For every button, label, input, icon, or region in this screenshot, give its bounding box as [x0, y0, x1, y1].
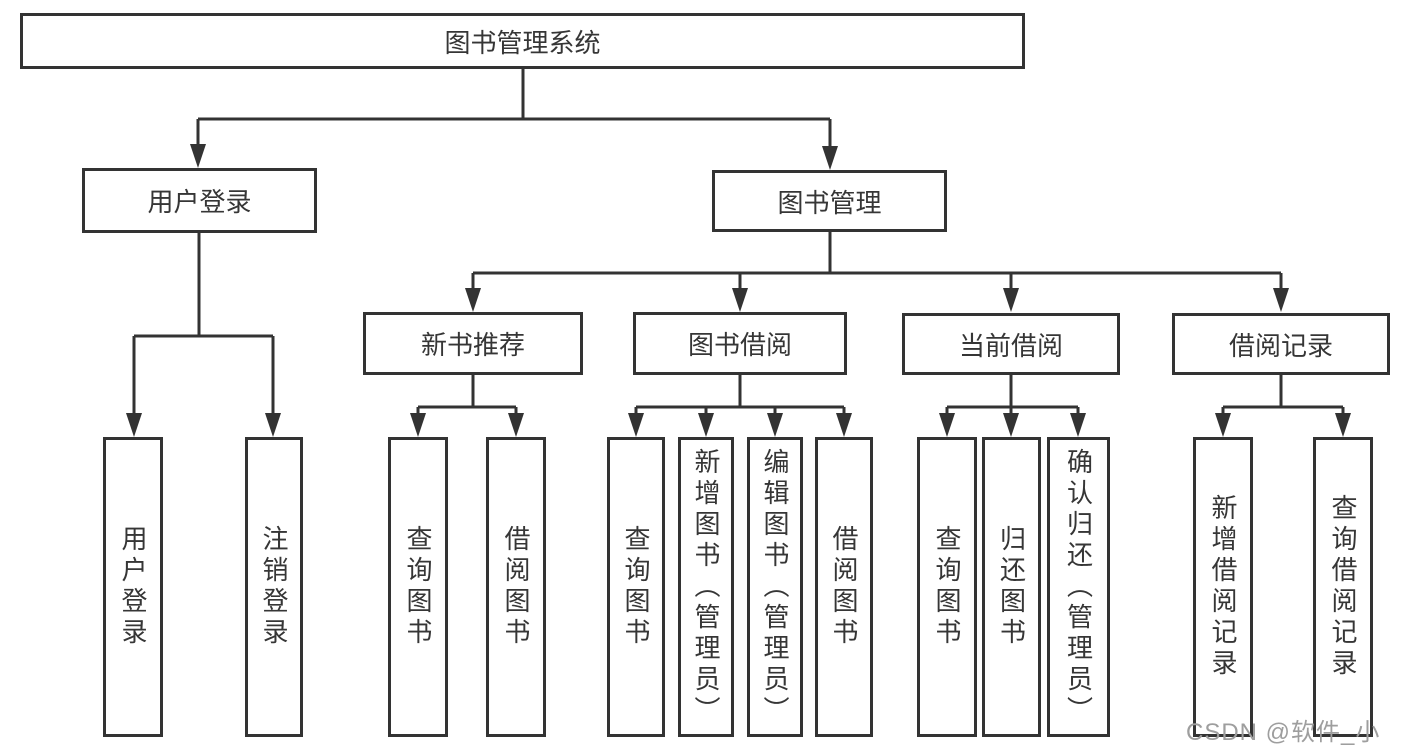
node-label: 借阅记录: [1228, 330, 1333, 361]
leaf-label: 归还图书: [996, 525, 1027, 649]
leaf-borrow-books: 借阅图书: [815, 437, 873, 737]
node-label: 图书管理系统: [444, 27, 601, 58]
leaf-return-books: 归还图书: [982, 437, 1041, 737]
leaf-label: 查询借阅记录: [1328, 494, 1358, 680]
leaf-add-borrow-record: 新增借阅记录: [1193, 437, 1253, 737]
leaf-label: 新增图书（管理员）: [691, 447, 721, 727]
node-book-borrowing: 图书借阅: [633, 312, 847, 375]
leaf-edit-books-admin: 编辑图书（管理员）: [747, 437, 803, 737]
node-user-login: 用户登录: [82, 168, 317, 233]
leaf-label: 借阅图书: [829, 525, 859, 649]
node-borrowing-records: 借阅记录: [1172, 313, 1390, 375]
watermark: CSDN @软件_小贺同学: [1186, 719, 1381, 746]
leaf-query-books-current: 查询图书: [917, 437, 977, 737]
node-label: 用户登录: [147, 187, 252, 217]
leaf-label: 编辑图书（管理员）: [760, 447, 790, 727]
node-library-management-system: 图书管理系统: [20, 13, 1025, 69]
leaf-label: 用户登录: [118, 525, 148, 649]
leaf-logout: 注销登录: [245, 437, 303, 737]
leaf-confirm-return-admin: 确认归还（管理员）: [1047, 437, 1110, 737]
leaf-label: 查询图书: [932, 525, 962, 649]
leaf-label: 查询图书: [403, 525, 433, 649]
node-current-borrowing: 当前借阅: [902, 313, 1120, 375]
leaf-query-books-borrow: 查询图书: [607, 437, 665, 737]
leaf-add-books-admin: 新增图书（管理员）: [678, 437, 734, 737]
node-label: 新书推荐: [420, 330, 525, 360]
leaf-user-login: 用户登录: [103, 437, 163, 737]
node-label: 图书借阅: [687, 330, 792, 360]
leaf-label: 注销登录: [259, 525, 289, 649]
leaf-query-borrow-record: 查询借阅记录: [1313, 437, 1373, 737]
leaf-label: 确认归还（管理员）: [1063, 447, 1094, 727]
node-label: 图书管理: [777, 187, 882, 218]
leaf-label: 新增借阅记录: [1208, 494, 1238, 680]
leaf-label: 查询图书: [621, 525, 651, 649]
node-label: 当前借阅: [958, 330, 1063, 361]
node-new-book-recommendation: 新书推荐: [363, 312, 583, 375]
leaf-query-books-recommend: 查询图书: [388, 437, 448, 737]
leaf-label: 借阅图书: [501, 525, 531, 649]
node-book-management: 图书管理: [712, 170, 947, 232]
leaf-borrow-books-recommend: 借阅图书: [486, 437, 546, 737]
